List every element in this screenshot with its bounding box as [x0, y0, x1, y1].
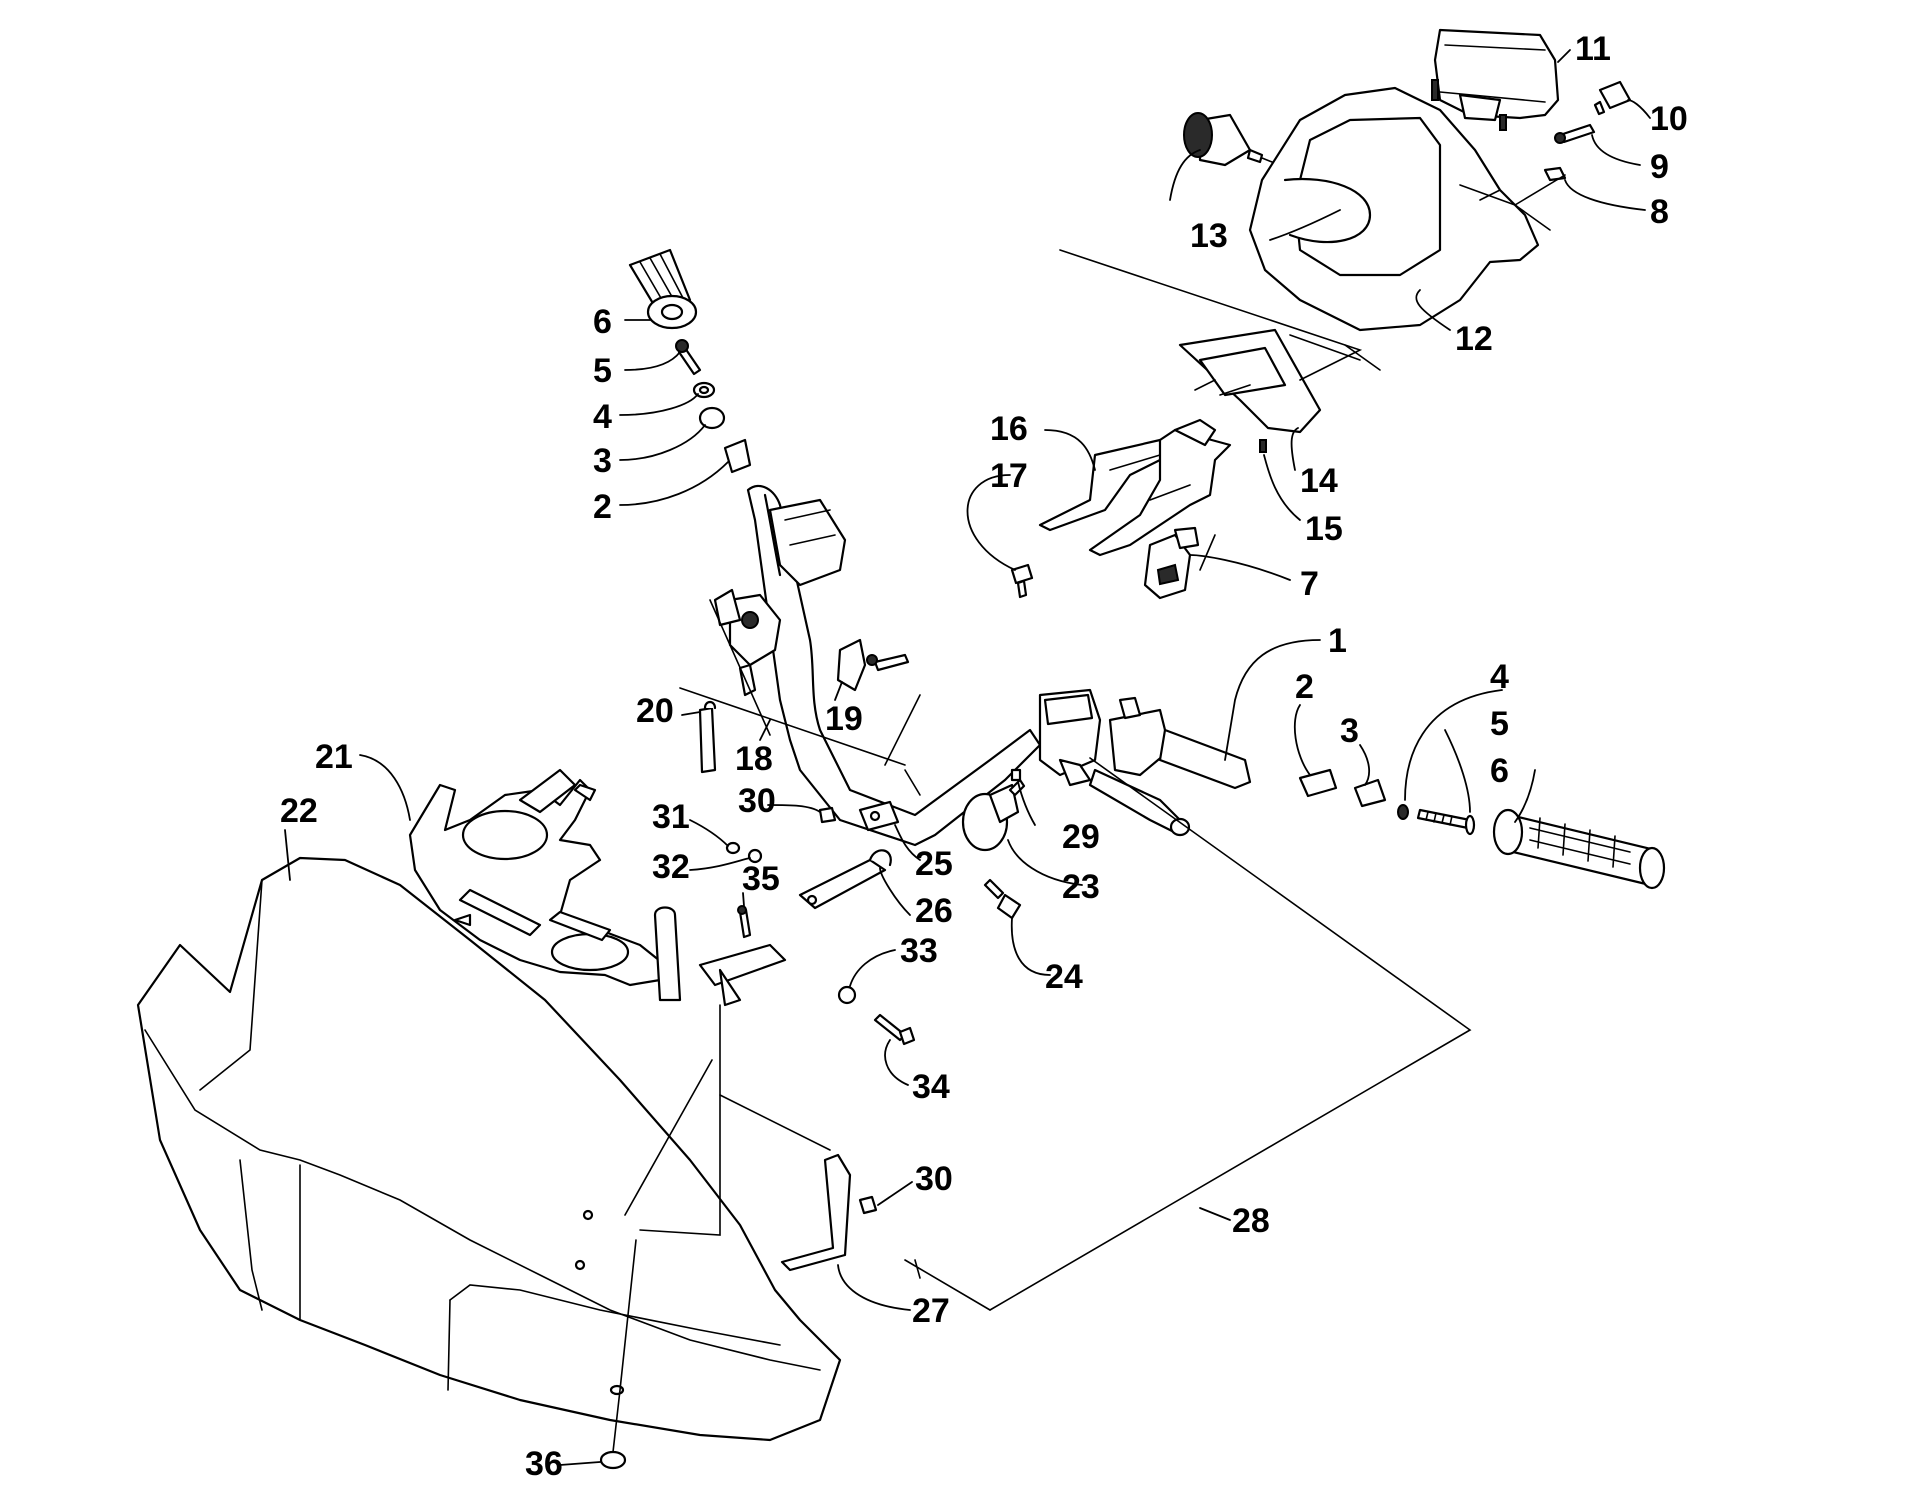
callout-33: 33 — [900, 932, 938, 970]
ignition-key — [1593, 80, 1632, 116]
callout-2-left: 2 — [593, 488, 612, 526]
callout-1: 1 — [1328, 622, 1347, 660]
plate-26 — [798, 849, 892, 910]
callout-30-top: 30 — [738, 782, 776, 820]
screw-15 — [1259, 439, 1267, 453]
washer-31 — [725, 841, 741, 855]
callout-25: 25 — [915, 845, 953, 883]
callout-35: 35 — [742, 860, 780, 898]
callout-5-right: 5 — [1490, 705, 1509, 743]
leader-lines — [284, 49, 1651, 1466]
washer-32 — [747, 848, 763, 864]
power-outlet — [1183, 112, 1273, 167]
right-bar-end-weight — [1353, 778, 1387, 808]
callout-8: 8 — [1650, 193, 1669, 231]
callout-10: 10 — [1650, 100, 1688, 138]
nut-30-bottom — [858, 1195, 878, 1215]
right-grip-bolt — [1416, 808, 1476, 836]
callout-28: 28 — [1232, 1202, 1270, 1240]
push-rivet — [1010, 563, 1034, 599]
pod-mount-bracket — [1038, 418, 1232, 557]
callout-11: 11 — [1575, 30, 1611, 68]
bracket-27 — [780, 1153, 852, 1272]
callout-16: 16 — [990, 410, 1028, 448]
left-bar-end-weight — [698, 406, 726, 430]
callout-12: 12 — [1455, 320, 1493, 358]
nut-30-top — [818, 806, 837, 824]
callout-20: 20 — [636, 692, 674, 730]
screw-35 — [737, 905, 752, 939]
key-blade — [1554, 123, 1596, 144]
handlebar — [713, 484, 1042, 847]
callout-13: 13 — [1190, 217, 1228, 255]
right-bar-end-plug — [1298, 768, 1338, 798]
left-grip-bolt — [675, 339, 702, 376]
callout-6-right: 6 — [1490, 752, 1509, 790]
callout-labels: 1 2 2 3 3 4 4 5 5 6 6 7 8 9 10 11 12 13 … — [280, 30, 1688, 1483]
callout-19: 19 — [825, 700, 863, 738]
callout-14: 14 — [1300, 462, 1338, 500]
callout-4-right: 4 — [1490, 658, 1509, 696]
right-grip — [1492, 808, 1666, 890]
cable-part — [698, 700, 717, 774]
callout-32: 32 — [652, 848, 690, 886]
ignition-switch — [1143, 526, 1200, 600]
handlebar-clamp — [836, 638, 910, 692]
callout-26: 26 — [915, 892, 953, 930]
callout-2-right: 2 — [1295, 668, 1314, 706]
gauge-bezel — [1178, 328, 1322, 434]
left-grip — [628, 248, 698, 330]
throttle-housing-small — [961, 778, 1026, 852]
callout-7: 7 — [1300, 565, 1319, 603]
callout-4-left: 4 — [593, 398, 612, 436]
callout-6-left: 6 — [593, 303, 612, 341]
bracket-25 — [858, 800, 900, 832]
callout-23: 23 — [1062, 868, 1100, 906]
callout-5-left: 5 — [593, 352, 612, 390]
callout-21: 21 — [315, 738, 353, 776]
callout-15: 15 — [1305, 510, 1343, 548]
callout-36: 36 — [525, 1445, 563, 1483]
callout-29: 29 — [1062, 818, 1100, 856]
right-throttle-assembly — [1038, 688, 1252, 837]
explosion-lines — [612, 174, 1566, 1453]
callout-30-bottom: 30 — [915, 1160, 953, 1198]
callout-3-left: 3 — [593, 442, 612, 480]
callout-34: 34 — [912, 1068, 950, 1106]
bolt-34 — [873, 1013, 916, 1046]
left-washer — [692, 381, 716, 399]
right-washer — [1397, 804, 1409, 820]
callout-24: 24 — [1045, 958, 1083, 996]
screw-8 — [1543, 166, 1567, 182]
callout-3-right: 3 — [1340, 712, 1359, 750]
callout-31: 31 — [652, 798, 690, 836]
callout-17: 17 — [990, 457, 1028, 495]
washer-33 — [837, 985, 857, 1005]
speedometer — [1431, 28, 1560, 131]
callout-9: 9 — [1650, 148, 1669, 186]
screw-29 — [1010, 768, 1022, 782]
instrument-pod — [1248, 86, 1540, 332]
handlebar-support-bracket — [408, 768, 787, 1007]
windshield — [136, 856, 842, 1442]
callout-18: 18 — [735, 740, 773, 778]
switch-sensor — [983, 878, 1022, 920]
callout-27: 27 — [912, 1292, 950, 1330]
left-bar-end-plug — [723, 438, 752, 474]
callout-22: 22 — [280, 792, 318, 830]
